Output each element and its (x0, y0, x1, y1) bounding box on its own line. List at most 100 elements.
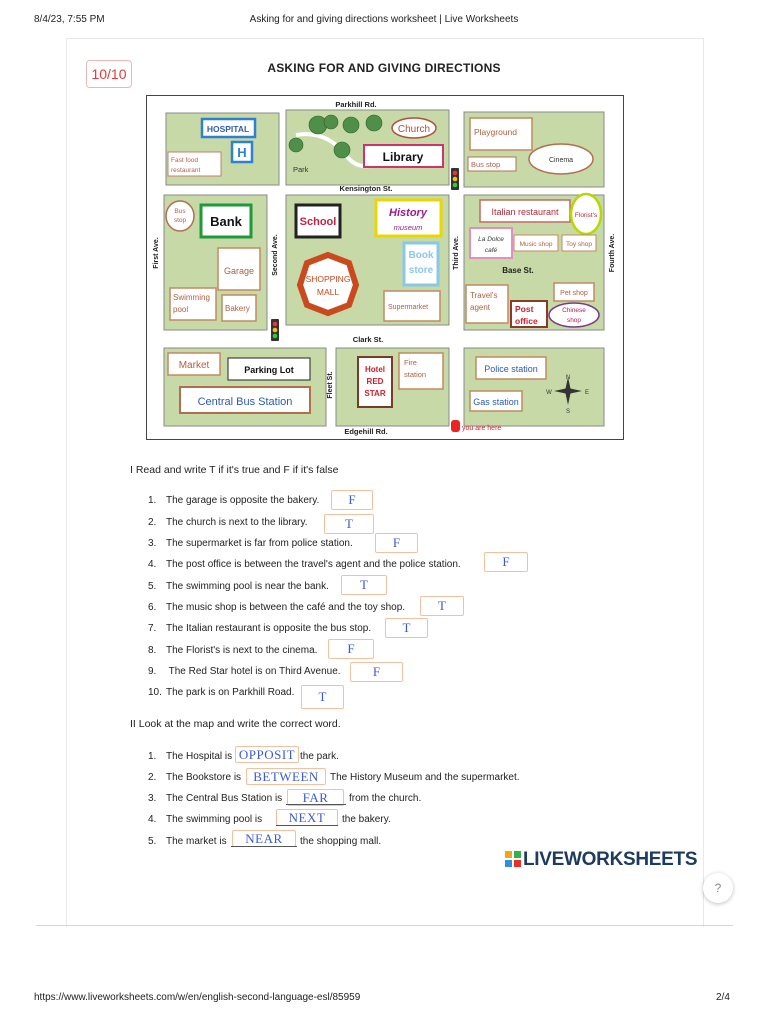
answer-box-3[interactable]: F (375, 533, 418, 553)
label-police-station: Police station (484, 364, 538, 374)
svg-text:museum: museum (394, 223, 423, 232)
svg-text:shop: shop (567, 317, 581, 324)
street-kensington: Kensington St. (340, 184, 393, 193)
liveworksheets-logo-icon (505, 851, 521, 867)
fill-question-1: 1.The Hospital is (148, 751, 233, 762)
svg-text:Fire: Fire (404, 358, 417, 367)
street-fourth-ave: Fourth Ave. (609, 234, 616, 272)
svg-text:Hotel: Hotel (365, 365, 385, 374)
street-second-ave: Second Ave. (272, 234, 279, 276)
fill-question-1-after: the park. (300, 751, 339, 762)
question-4: 4.The post office is between the travel'… (148, 559, 461, 570)
svg-text:Travel's: Travel's (470, 291, 497, 300)
answer-box-6[interactable]: T (420, 596, 464, 616)
answer-box-4[interactable]: F (484, 552, 528, 572)
answer-box-9[interactable]: F (350, 662, 403, 682)
label-supermarket: Supermarket (388, 304, 428, 311)
answer-box-10[interactable]: T (301, 685, 344, 709)
svg-text:MALL: MALL (317, 287, 339, 297)
section2-heading: II Look at the map and write the correct… (130, 718, 341, 730)
fill-question-2-after: The History Museum and the supermarket. (330, 772, 520, 783)
street-third-ave: Third Ave. (453, 236, 460, 270)
answer-box-8[interactable]: F (328, 639, 374, 659)
question-9: 9. The Red Star hotel is on Third Avenue… (148, 666, 341, 677)
label-history: History (389, 207, 428, 219)
svg-text:pool: pool (173, 305, 188, 314)
print-footer-page: 2/4 (716, 992, 730, 1003)
answer-box-5[interactable]: T (341, 575, 387, 595)
help-icon[interactable]: ? (703, 873, 733, 903)
svg-text:store: store (409, 265, 434, 276)
answer-box-7[interactable]: T (385, 618, 428, 638)
print-datetime: 8/4/23, 7:55 PM (34, 14, 105, 25)
svg-text:SHOPPING: SHOPPING (306, 274, 351, 284)
question-10: 10.The park is on Parkhill Road. (148, 687, 295, 698)
svg-text:E: E (585, 390, 589, 396)
svg-text:La Dolce: La Dolce (478, 236, 504, 243)
fill-answer-1[interactable]: OPPOSIT (235, 746, 299, 763)
svg-text:W: W (546, 390, 552, 396)
question-6: 6.The music shop is between the café and… (148, 602, 406, 613)
fill-question-5: 5.The market is (148, 836, 227, 847)
compass-rose-icon: N S E W (546, 375, 589, 415)
label-cinema: Cinema (549, 157, 573, 164)
svg-text:stop: stop (174, 217, 187, 224)
label-italian-restaurant: Italian restaurant (491, 207, 559, 217)
label-you-are-here: you are here (462, 425, 501, 432)
label-central-bus-station: Central Bus Station (198, 396, 293, 408)
label-florists: Florist's (575, 212, 598, 219)
label-market: Market (179, 360, 210, 371)
street-base: Base St. (502, 266, 534, 275)
question-2: 2.The church is next to the library. (148, 517, 308, 528)
liveworksheets-logo[interactable]: LIVEWORKSHEETS (505, 849, 698, 871)
fill-question-4-after: the bakery. (342, 814, 391, 825)
fill-answer-3[interactable]: FAR (287, 789, 344, 806)
hospital-h-icon: H (237, 145, 246, 160)
fill-question-5-after: the shopping mall. (300, 836, 382, 847)
fill-question-3: 3.The Central Bus Station is (148, 793, 283, 804)
street-clark: Clark St. (353, 335, 383, 344)
question-7: 7.The Italian restaurant is opposite the… (148, 623, 372, 634)
label-gas-station: Gas station (473, 397, 519, 407)
question-5: 5.The swimming pool is near the bank. (148, 581, 329, 592)
label-bakery: Bakery (225, 304, 250, 313)
score-badge: 10/10 (86, 60, 132, 88)
svg-text:Book: Book (409, 250, 434, 261)
svg-text:café: café (485, 247, 498, 254)
svg-text:agent: agent (470, 303, 491, 312)
page-divider (36, 925, 733, 926)
label-library: Library (383, 150, 424, 164)
fill-answer-5[interactable]: NEAR (232, 830, 296, 847)
street-parkhill: Parkhill Rd. (335, 100, 376, 109)
fill-question-4: 4.The swimming pool is (148, 814, 263, 825)
svg-text:RED: RED (367, 377, 384, 386)
fill-question-3-after: from the church. (349, 793, 422, 804)
svg-text:Bus: Bus (174, 208, 186, 215)
town-map: HOSPITAL H Fast food restaurant Park Chu… (146, 95, 624, 440)
svg-text:restaurant: restaurant (171, 167, 200, 174)
label-bank: Bank (210, 214, 243, 229)
question-3: 3.The supermarket is far from police sta… (148, 538, 353, 549)
traffic-light-icon (271, 319, 279, 341)
question-1: 1.The garage is opposite the bakery. (148, 495, 320, 506)
label-parking-lot: Parking Lot (244, 365, 294, 375)
label-playground: Playground (474, 127, 517, 137)
label-park: Park (293, 165, 309, 174)
answer-box-1[interactable]: F (331, 490, 373, 510)
svg-text:N: N (566, 375, 570, 381)
fill-answer-4[interactable]: NEXT (276, 809, 338, 826)
street-edgehill: Edgehill Rd. (344, 427, 387, 436)
label-music-shop: Music shop (520, 241, 553, 248)
svg-text:Fast food: Fast food (171, 157, 198, 164)
label-church: Church (398, 124, 430, 135)
answer-box-2[interactable]: T (324, 514, 374, 534)
fill-answer-2[interactable]: BETWEEN (246, 768, 326, 785)
fill-question-2: 2.The Bookstore is (148, 772, 242, 783)
label-garage: Garage (224, 266, 254, 276)
label-toy-shop: Toy shop (566, 241, 592, 248)
traffic-light-icon (451, 168, 459, 190)
svg-text:office: office (515, 316, 538, 326)
print-footer-url: https://www.liveworksheets.com/w/en/engl… (34, 992, 361, 1003)
worksheet-title: ASKING FOR AND GIVING DIRECTIONS (267, 61, 501, 75)
svg-text:Chinese: Chinese (562, 307, 586, 314)
